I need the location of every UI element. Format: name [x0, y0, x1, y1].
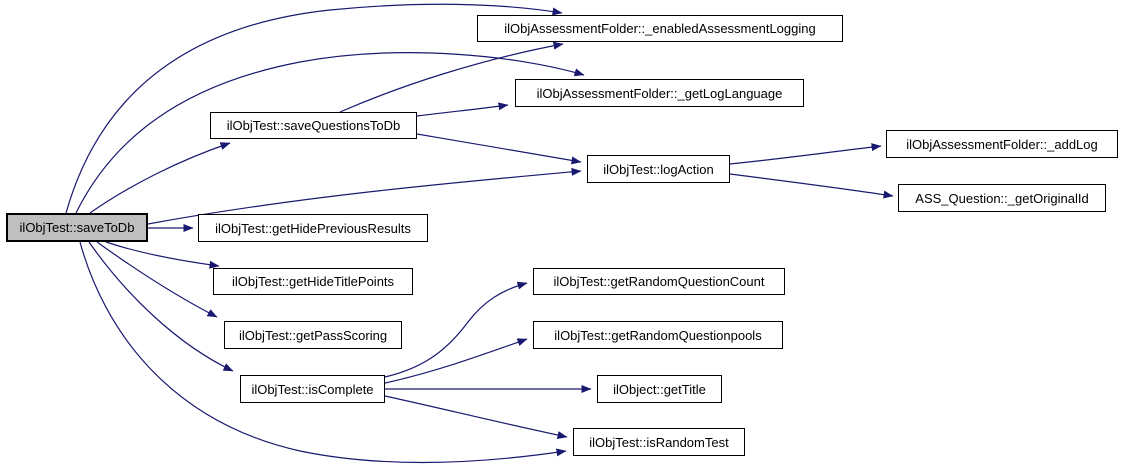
call-edge-saveQuestionsToDb-to-logAction: [416, 133, 582, 165]
graph-node-saveQuestionsToDb[interactable]: ilObjTest::saveQuestionsToDb: [210, 112, 417, 139]
call-edge-saveQuestionsToDb-to-enabledAssessmentLogging: [339, 41, 564, 113]
call-edge-saveToDb-to-getPassScoring: [96, 241, 218, 318]
edges-group: [65, 3, 894, 464]
call-edge-saveToDb-to-getHideTitlePoints: [105, 241, 220, 269]
call-edge-saveToDb-to-isRandomTest: [79, 241, 567, 464]
call-edge-isComplete-to-getRandomQuestionCount: [384, 281, 528, 378]
graph-node-saveToDb[interactable]: ilObjTest::saveToDb: [6, 213, 148, 242]
graph-node-getLogLanguage[interactable]: ilObjAssessmentFolder::_getLogLanguage: [515, 79, 804, 107]
graph-node-addLog[interactable]: ilObjAssessmentFolder::_addLog: [886, 130, 1118, 158]
call-edge-saveToDb-to-getLogLanguage: [75, 52, 585, 214]
call-edge-saveToDb-to-saveQuestionsToDb: [89, 142, 231, 214]
call-edge-isComplete-to-getRandomQuestionpools: [384, 338, 528, 384]
graph-node-isComplete[interactable]: ilObjTest::isComplete: [240, 375, 385, 403]
graph-node-getRandomQuestionpools[interactable]: ilObjTest::getRandomQuestionpools: [533, 321, 783, 349]
call-edge-saveToDb-to-isComplete: [88, 241, 234, 372]
graph-node-getHidePreviousResults[interactable]: ilObjTest::getHidePreviousResults: [198, 214, 428, 242]
graph-node-logAction[interactable]: ilObjTest::logAction: [587, 155, 730, 183]
graph-node-getPassScoring[interactable]: ilObjTest::getPassScoring: [224, 321, 402, 349]
graph-node-getTitle[interactable]: ilObject::getTitle: [597, 375, 722, 403]
graph-node-isRandomTest[interactable]: ilObjTest::isRandomTest: [573, 428, 745, 456]
call-edge-saveToDb-to-enabledAssessmentLogging: [65, 3, 563, 214]
graph-node-getRandomQuestionCount[interactable]: ilObjTest::getRandomQuestionCount: [533, 268, 785, 295]
call-edge-saveToDb-to-logAction: [147, 167, 582, 225]
call-edge-isComplete-to-isRandomTest: [384, 395, 568, 439]
call-edge-logAction-to-getOriginalId: [729, 173, 894, 199]
call-edge-logAction-to-addLog: [729, 143, 882, 165]
call-edge-saveQuestionsToDb-to-getLogLanguage: [416, 102, 509, 117]
graph-node-enabledAssessmentLogging[interactable]: ilObjAssessmentFolder::_enabledAssessmen…: [477, 15, 843, 42]
graph-node-getHideTitlePoints[interactable]: ilObjTest::getHideTitlePoints: [213, 268, 413, 295]
graph-node-getOriginalId[interactable]: ASS_Question::_getOriginalId: [898, 184, 1106, 212]
